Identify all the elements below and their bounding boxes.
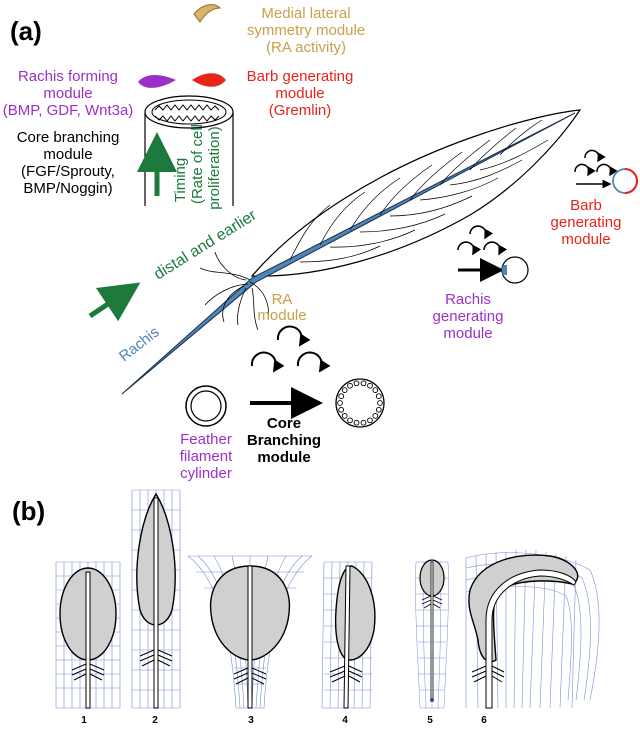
- feather-shape-4: [321, 561, 376, 709]
- ring-tooth: [367, 417, 373, 424]
- distal-arrow: [88, 282, 141, 322]
- filament-label-3: cylinder: [180, 465, 232, 482]
- ring-tooth: [377, 400, 383, 406]
- branching-label-2: Branching: [247, 432, 321, 449]
- ring-tooth: [360, 419, 367, 426]
- ra-symmetry-icon: [193, 4, 222, 23]
- ring-tooth: [347, 382, 353, 389]
- ring-tooth: [341, 387, 348, 393]
- timing-label-1: Timing: [172, 158, 189, 202]
- rachis-ring-icon: [501, 256, 529, 284]
- proliferation-arrows-center: [250, 325, 331, 373]
- filament-cylinder-icon: [185, 385, 227, 427]
- barb-signal-icon: [192, 73, 226, 87]
- shape-number-6: 6: [481, 715, 487, 726]
- rachis-forming-label-3: (BMP, GDF, Wnt3a): [3, 102, 134, 119]
- shape-number-2: 2: [152, 715, 158, 726]
- barb-generating-label-1: Barb generating: [247, 68, 354, 85]
- medial-label-2: symmetry module: [247, 22, 365, 39]
- ring-tooth: [360, 380, 367, 387]
- ring-tooth: [338, 393, 345, 400]
- rachis-forming-label-1: Rachis forming: [18, 68, 118, 85]
- barb-generating-label-3: (Gremlin): [269, 102, 332, 119]
- feather-shape-1: [55, 561, 121, 709]
- panel-a-label: (a): [10, 16, 42, 46]
- shape-number-3: 3: [248, 715, 254, 726]
- filament-label-1: Feather: [180, 431, 232, 448]
- ring-tooth: [372, 413, 379, 419]
- ring-tooth: [375, 406, 382, 413]
- barb-right-label-1: Barb: [570, 197, 602, 214]
- medial-label-3: (RA activity): [266, 39, 346, 56]
- ring-tooth: [341, 413, 348, 419]
- core-branching-label-4: BMP/Noggin): [23, 180, 112, 197]
- branched-ring-icon: [335, 378, 385, 428]
- follicle-cylinder: [144, 95, 234, 206]
- medial-label-1: Medial lateral: [261, 5, 350, 22]
- ring-tooth: [353, 380, 360, 387]
- core-branching-label-1: Core branching: [17, 129, 120, 146]
- timing-label-3: proliferation): [206, 126, 223, 209]
- rachis-signal-icon: [138, 75, 176, 88]
- panel-b-label: (b): [12, 496, 45, 526]
- ring-tooth: [347, 417, 353, 424]
- barb-right-label-3: module: [561, 231, 610, 248]
- rachis-gen-label-2: generating: [433, 308, 504, 325]
- ring-tooth: [353, 419, 360, 426]
- core-branching-label-3: (FGF/Sprouty,: [21, 163, 115, 180]
- ring-tooth: [367, 382, 373, 389]
- feather-shape-6: [465, 549, 600, 709]
- ring-tooth: [372, 387, 379, 393]
- branching-label-3: module: [257, 449, 310, 466]
- core-branching-label-2: module: [43, 146, 92, 163]
- rachis-label: Rachis: [116, 324, 163, 366]
- ra-label-2: module: [257, 307, 306, 324]
- feather-shape-3: [187, 555, 313, 709]
- feather-shape-2: [131, 489, 181, 709]
- ra-label-1: RA: [272, 291, 293, 308]
- rachis-gen-label-3: module: [443, 325, 492, 342]
- ring-tooth: [337, 400, 343, 406]
- feather-shape-5: [415, 559, 449, 709]
- barb-right-label-2: generating: [551, 214, 622, 231]
- feather-illustration: [121, 109, 582, 395]
- shape-number-5: 5: [427, 715, 433, 726]
- barb-generating-label-2: module: [275, 85, 324, 102]
- filament-label-2: filament: [180, 448, 233, 465]
- rachis-gen-label-1: Rachis: [445, 291, 491, 308]
- barb-ring-icon: [612, 168, 638, 194]
- proliferation-arrows-barb: [574, 149, 618, 177]
- ring-tooth: [338, 406, 345, 413]
- ring-tooth: [375, 393, 382, 400]
- shape-number-1: 1: [81, 715, 87, 726]
- rachis-forming-label-2: module: [43, 85, 92, 102]
- branching-label-1: Core: [267, 415, 301, 432]
- proliferation-arrows-rachis: [457, 225, 508, 256]
- timing-label-2: (Rate of cell: [189, 124, 206, 204]
- distal-label: distal and earlier: [151, 206, 260, 283]
- shape-number-4: 4: [342, 715, 348, 726]
